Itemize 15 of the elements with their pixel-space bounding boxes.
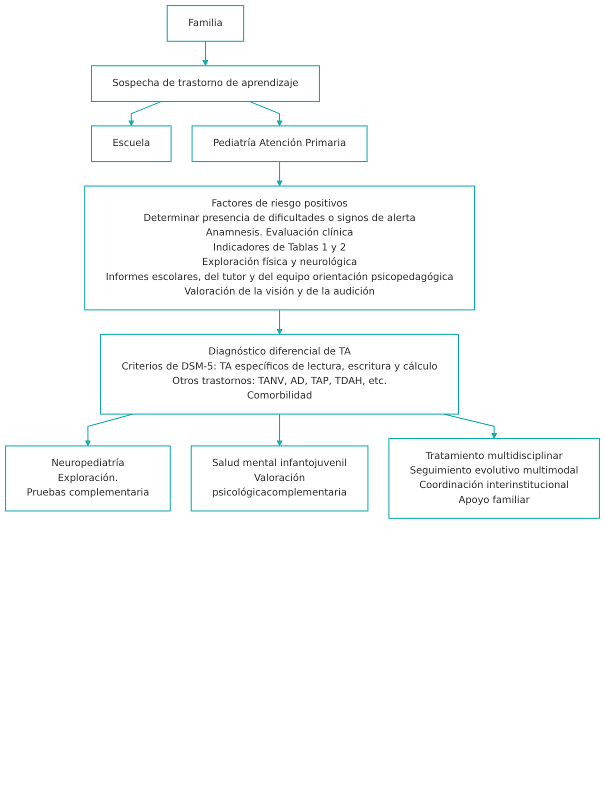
arrow bbox=[128, 100, 162, 126]
node-box: Factores de riesgo positivos Determinar presencia de dificultades o signos de alerta Anamnesis. Evaluación clínica Indicadores de Tablas 1 y 2 Exploración física y neurológica Informes escolares, del tutor y del equipo orientación psicopedagógica Valoración de la visión y de la audición bbox=[84, 186, 475, 310]
arrow bbox=[276, 310, 283, 335]
arrow bbox=[249, 100, 283, 126]
node-box: Tratamiento multidisciplinar Seguimiento evolutivo multimodal Coordinación interinstitucional Apoyo familiar bbox=[388, 438, 600, 519]
node-box: Escuela bbox=[90, 125, 172, 162]
node-box: Familia bbox=[166, 5, 244, 42]
node-box: Neuropediatría Exploración. Pruebas complementaria bbox=[5, 445, 171, 512]
arrow bbox=[202, 41, 208, 66]
arrow bbox=[276, 162, 283, 186]
node-box: Sospecha de trastorno de aprendizaje bbox=[90, 65, 320, 102]
arrow bbox=[276, 414, 283, 446]
node-box: Diagnóstico diferencial de TA Criterios de DSM-5: TA específicos de lectura, escritura y cálculo Otros trastornos: TANV, AD, TAP, TDAH, etc. Comorbilidad bbox=[100, 334, 460, 415]
node-box: Salud mental infantojuvenil Valoración psicológicacomplementaria bbox=[190, 445, 368, 512]
node-box: Pediatría Atención Primaria bbox=[192, 125, 368, 162]
